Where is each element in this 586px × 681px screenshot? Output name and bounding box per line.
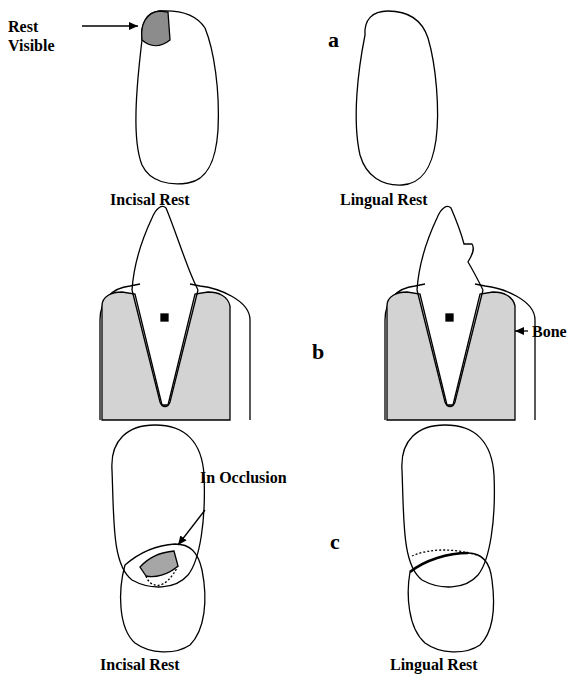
tooth-root (417, 290, 483, 407)
tooth-root (132, 290, 198, 407)
callout-label: Rest Visible (8, 17, 72, 55)
lower-tooth (121, 544, 205, 652)
rest-outline (412, 550, 480, 556)
leader-arrow (82, 25, 138, 26)
gum-outline (385, 284, 535, 420)
tooth-outline (356, 11, 437, 185)
tooth-crown (417, 206, 483, 290)
lingual-rest (410, 553, 468, 572)
rest-outline (146, 566, 178, 585)
upper-tooth (112, 425, 205, 587)
tooth-crown (132, 206, 198, 290)
leader-arrow (515, 330, 528, 331)
upper-tooth (402, 425, 495, 587)
panel-letter: a (328, 28, 352, 52)
incisal-rest (142, 11, 170, 46)
lower-tooth (408, 553, 493, 652)
callout-label: Bone (532, 322, 582, 341)
panel-letter: b (312, 340, 336, 364)
callout-label: In Occlusion (200, 468, 290, 487)
pin-dot (161, 314, 168, 321)
figure-caption: Incisal Rest (100, 655, 220, 674)
pin-dot (446, 314, 453, 321)
figure-caption: Lingual Rest (390, 655, 510, 674)
leader-arrow (178, 510, 205, 545)
incisal-rest (140, 551, 178, 577)
figure-caption: Lingual Rest (340, 190, 450, 209)
panel-letter: c (330, 530, 354, 554)
figure-caption: Incisal Rest (110, 190, 220, 209)
gum-outline (100, 284, 250, 420)
tooth-outline (136, 11, 218, 184)
bone (102, 292, 230, 420)
bone (387, 292, 515, 420)
